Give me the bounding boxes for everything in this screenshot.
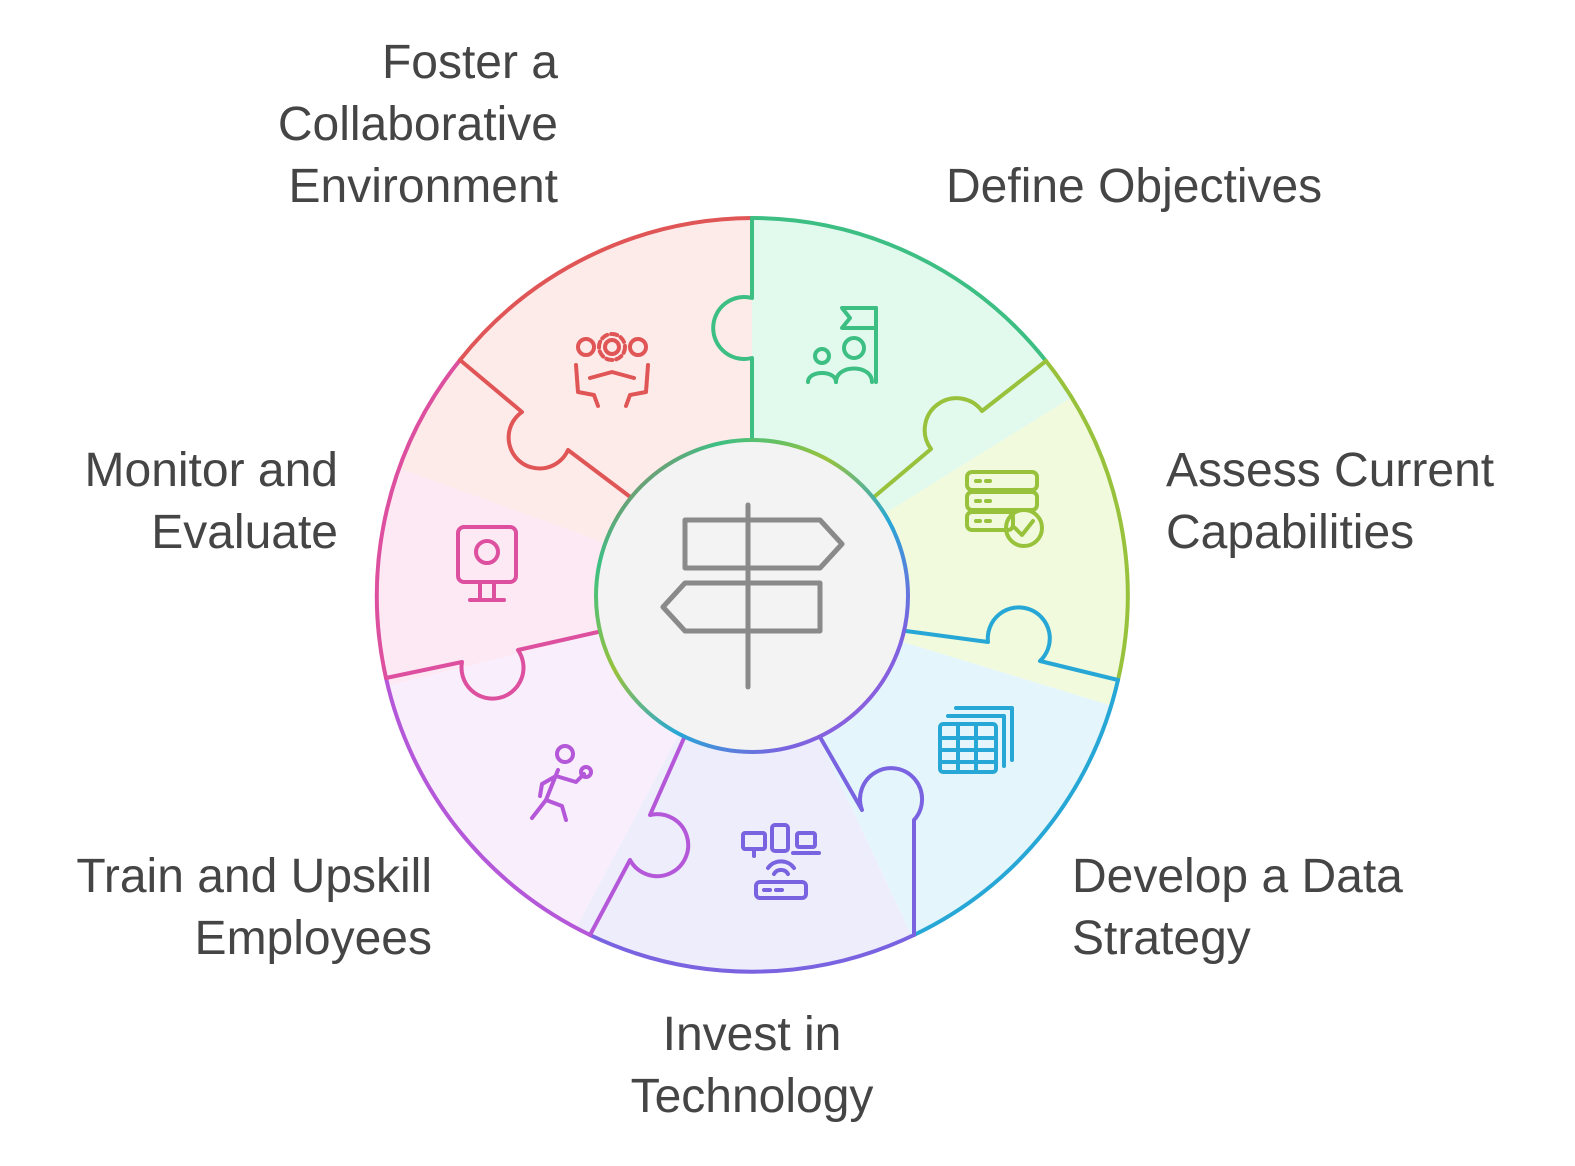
outer-arc-train: [384, 676, 592, 937]
connector-data-strategy-technology: [818, 735, 925, 937]
connector-objectives-assess: [872, 359, 1048, 499]
collaboration-gear-icon: [574, 332, 650, 408]
label-technology: Invest in Technology: [630, 1008, 874, 1123]
connector-technology-train: [588, 736, 691, 937]
signpost-icon: [660, 502, 845, 690]
monitor-camera-icon: [456, 525, 518, 602]
connector-train-monitor: [384, 630, 600, 701]
label-collaborate: Foster a Collaborative Environment: [277, 36, 558, 213]
label-train: Train and Upskill Employees: [76, 850, 432, 965]
connector-assess-data-strategy: [904, 605, 1120, 682]
running-person-icon: [530, 744, 593, 822]
label-monitor: Monitor and Evaluate: [84, 444, 338, 559]
stacked-tables-icon: [938, 706, 1014, 774]
outer-arc-monitor: [374, 358, 462, 680]
sector-fill-train: [376, 596, 752, 970]
label-assess: Assess Current Capabilities: [1166, 444, 1495, 559]
outer-arc-technology: [588, 933, 916, 974]
server-check-icon: [965, 470, 1044, 548]
goal-flag-people-icon: [806, 306, 878, 384]
connector-collaborate-objectives: [711, 216, 754, 442]
label-objectives: Define Objectives: [946, 160, 1323, 213]
devices-router-icon: [741, 823, 821, 900]
outer-arc-assess: [1044, 359, 1130, 682]
outer-arc-objectives: [750, 216, 1048, 363]
connector-monitor-collaborate: [458, 358, 631, 498]
sector-fill-technology: [450, 596, 1020, 970]
outer-arc-data-strategy: [912, 678, 1120, 937]
outer-arc-collaborate: [458, 216, 754, 362]
label-data-strategy: Develop a Data Strategy: [1072, 850, 1403, 965]
center-hub: [594, 438, 910, 754]
